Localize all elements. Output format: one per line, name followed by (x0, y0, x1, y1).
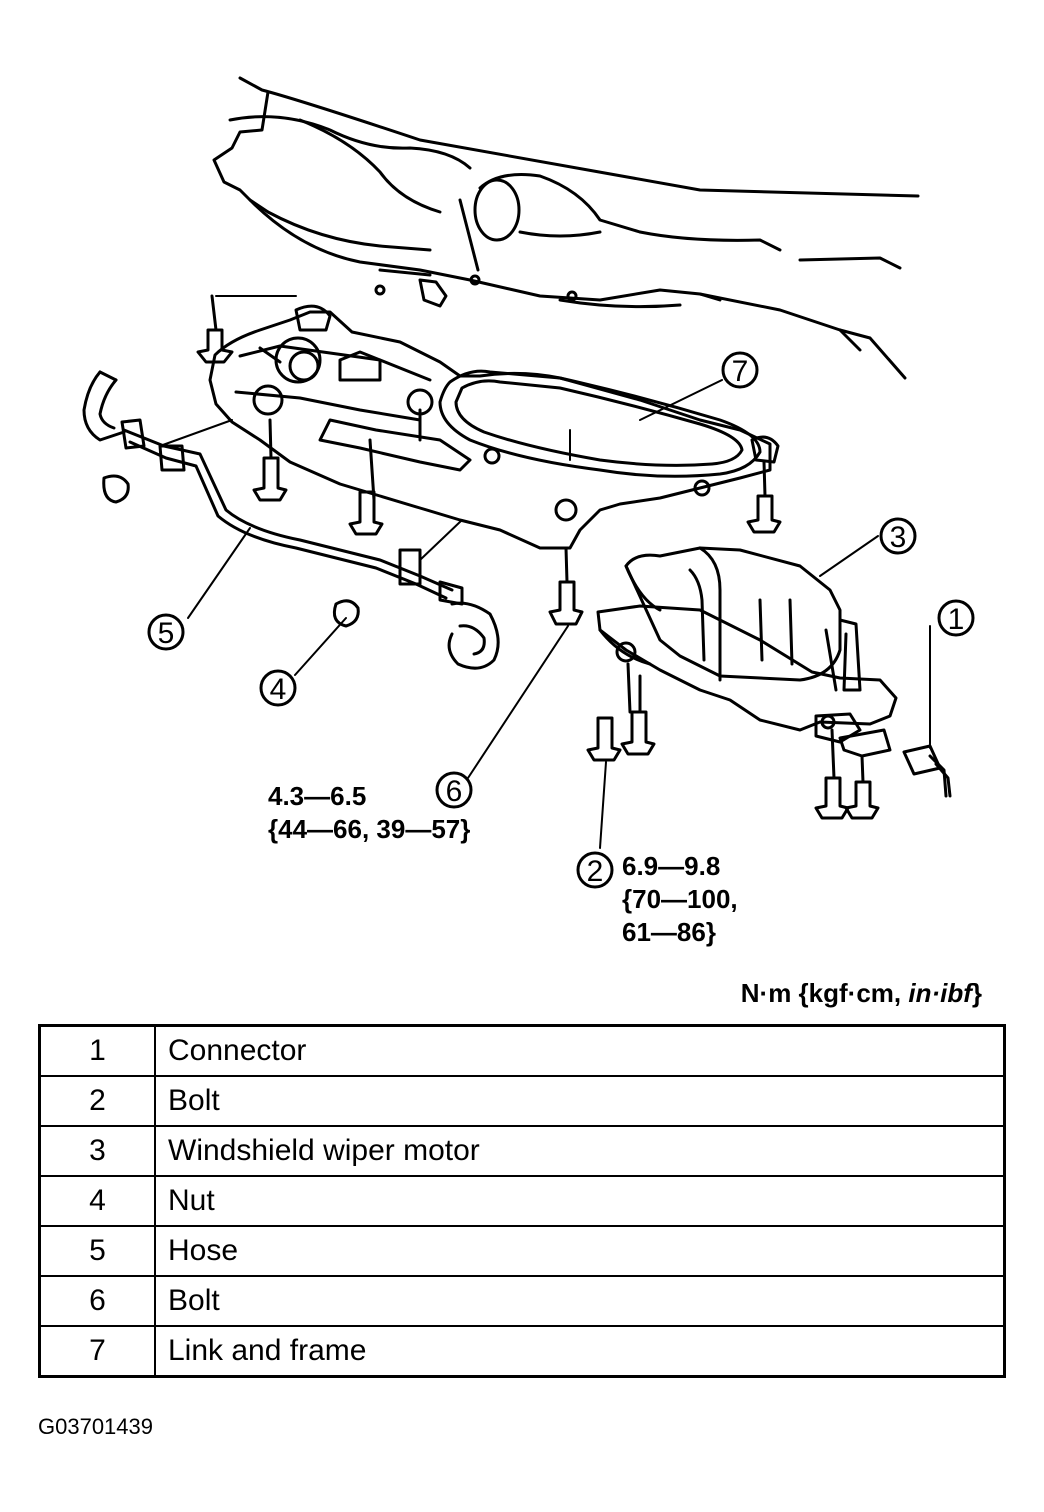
table-row: 5 Hose (38, 1225, 1006, 1277)
callout-leaders (187, 379, 931, 849)
part-name: Nut (154, 1175, 1006, 1227)
part-name: Link and frame (154, 1325, 1006, 1378)
part-number: 3 (38, 1125, 156, 1177)
table-row: 3 Windshield wiper motor (38, 1125, 1006, 1177)
washer-hose (82, 370, 500, 670)
svg-text:1: 1 (948, 603, 965, 636)
callout-4: 4 (259, 669, 297, 707)
svg-text:7: 7 (732, 355, 749, 388)
table-row: 1 Connector (38, 1024, 1006, 1077)
frame-bolts (196, 294, 782, 626)
units-imperial: in·ibf (908, 978, 972, 1008)
cowl-panel (212, 76, 920, 380)
table-row: 6 Bolt (38, 1275, 1006, 1327)
torque-units: N·m {kgf·cm, in·ibf} (741, 978, 982, 1009)
units-suffix: } (971, 978, 982, 1008)
part-number: 1 (38, 1024, 156, 1077)
callout-2: 2 (576, 851, 614, 889)
part-number: 5 (38, 1225, 156, 1277)
callout-5: 5 (147, 613, 185, 651)
callout-1: 1 (937, 599, 975, 637)
svg-text:2: 2 (587, 855, 604, 888)
svg-text:3: 3 (890, 521, 907, 554)
part-name: Bolt (154, 1275, 1006, 1327)
units-prefix: N·m {kgf·cm, (740, 978, 909, 1008)
figure-code: G03701439 (38, 1414, 153, 1439)
callout-6: 6 (435, 771, 473, 809)
table-row: 4 Nut (38, 1175, 1006, 1227)
svg-text:5: 5 (158, 617, 175, 650)
motor-bolts-and-connector (586, 662, 952, 820)
part-number: 7 (38, 1325, 156, 1378)
table-row: 7 Link and frame (38, 1325, 1006, 1378)
svg-text:6: 6 (446, 775, 463, 808)
part-number: 2 (38, 1075, 156, 1127)
part-name: Bolt (154, 1075, 1006, 1127)
wiper-motor (596, 546, 898, 758)
callout-3: 3 (879, 517, 917, 555)
callout-7: 7 (721, 351, 759, 389)
table-row: 2 Bolt (38, 1075, 1006, 1127)
part-number: 6 (38, 1275, 156, 1327)
svg-text:4: 4 (270, 673, 287, 706)
torque-spec-bolt-6: 4.3—6.5 {44—66, 39—57} (268, 781, 471, 844)
part-number: 4 (38, 1175, 156, 1227)
part-name: Hose (154, 1225, 1006, 1277)
part-name: Windshield wiper motor (154, 1125, 1006, 1177)
wiper-assembly-diagram: 1 2 3 4 5 6 7 (82, 76, 975, 889)
link-and-frame (208, 295, 780, 550)
parts-legend-table: 1 Connector 2 Bolt 3 Windshield wiper mo… (38, 1024, 1006, 1378)
torque-spec-bolt-2: 6.9—9.8 {70—100, 61—86} (622, 851, 738, 947)
part-name: Connector (154, 1024, 1006, 1077)
